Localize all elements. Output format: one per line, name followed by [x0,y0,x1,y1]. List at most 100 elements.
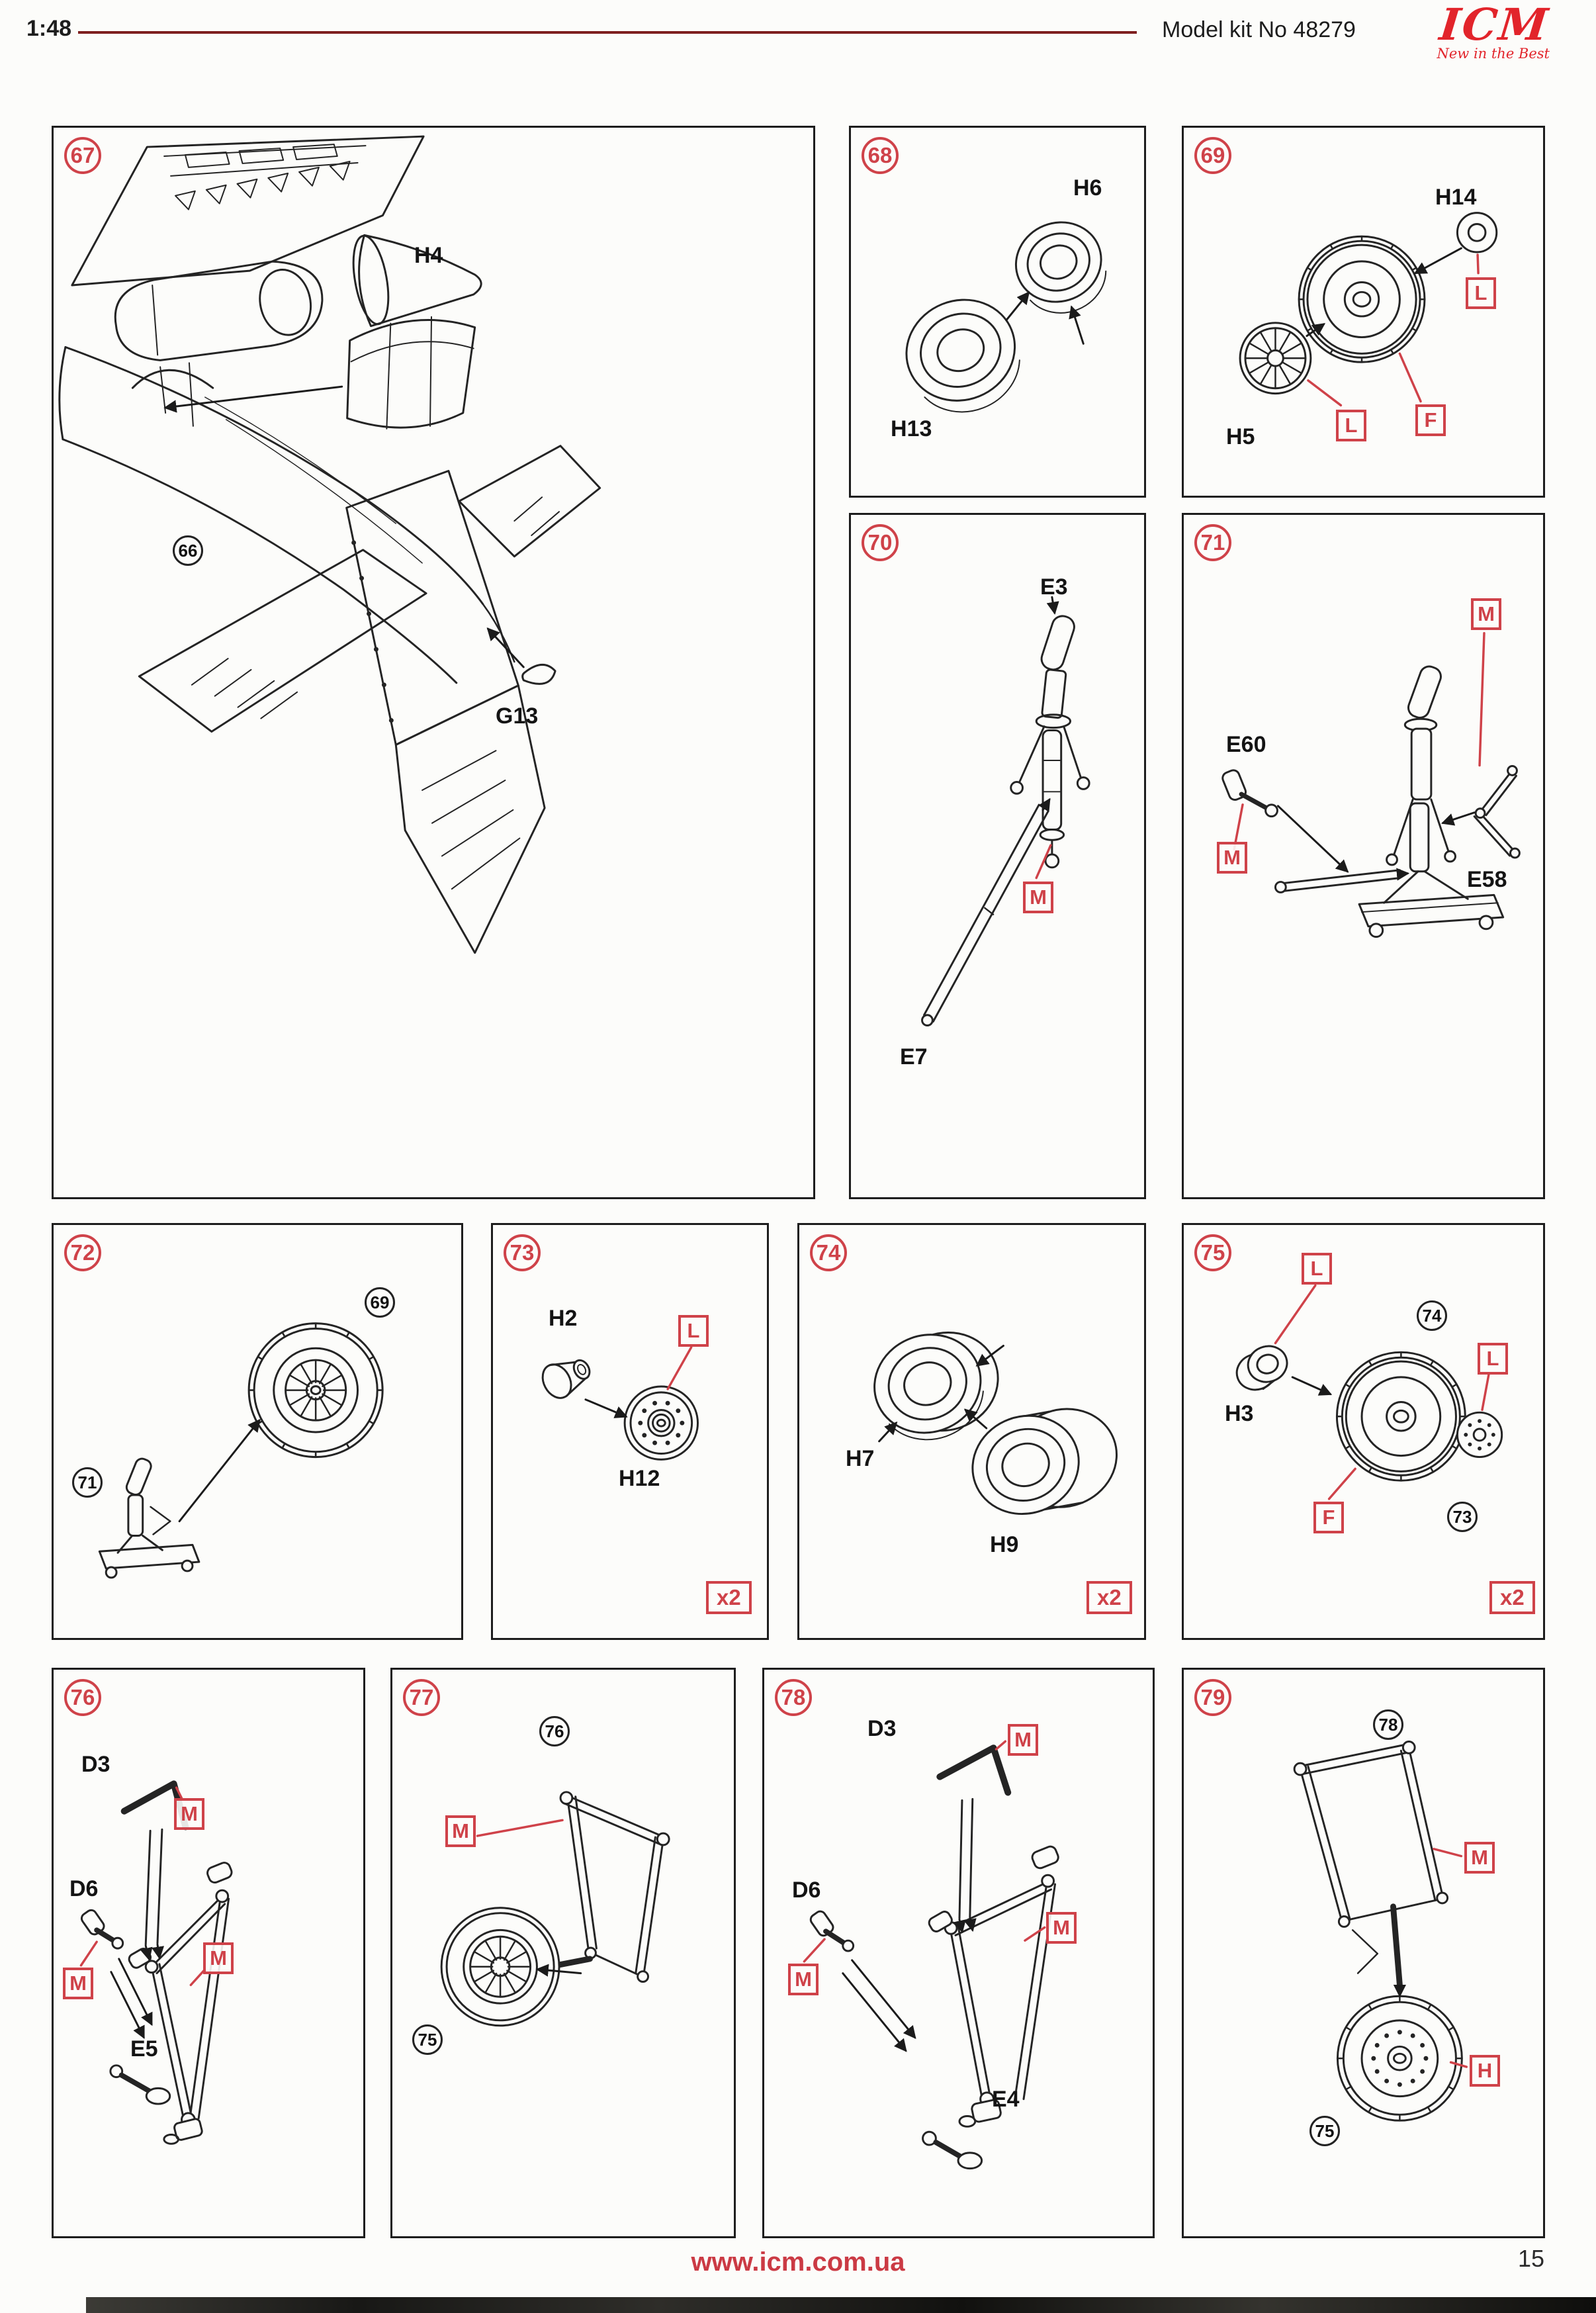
paint-callout-l: L [678,1315,709,1347]
assembly-arrows [178,1418,261,1523]
part-label-d6: D6 [69,1876,99,1901]
panel-step-74: 74 [797,1223,1146,1640]
paint-callout-m: M [63,1968,93,1999]
callout-links [1035,844,1052,880]
paint-callout-m: M [1464,1842,1495,1874]
part-label-h9: H9 [990,1532,1019,1557]
paint-callout-m: M [445,1815,476,1847]
panel-step-75: 75 [1182,1223,1545,1640]
part-g13-drawing [521,663,556,685]
wheel-assembly-drawing [1239,212,1498,407]
nose-wheel-to-strut-drawing [98,1322,384,1579]
rod-d3-drawing [936,1745,1012,1920]
assembly-arrows [1306,247,1462,338]
step-number-badge: 67 [64,137,101,174]
assembly-arrows [1038,596,1059,813]
tire-half-h13 [905,298,1020,413]
callout-links [79,1786,205,1987]
step-number-badge: 77 [403,1679,440,1716]
cone-h2-drawing [541,1359,591,1399]
step-ref-69: 69 [365,1287,395,1318]
step-number-badge: 68 [862,137,899,174]
step-number-badge: 71 [1194,524,1231,561]
scan-edge-artifact [86,2297,1596,2313]
wheel-drawing [440,1907,560,2027]
main-tire-drawing [1298,235,1426,363]
paint-callout-f: F [1415,404,1446,436]
main-wheel-assembly-drawing [1235,1284,1503,1500]
kit-number: Model kit No 48279 [1162,17,1356,42]
hubcap-h14-drawing [1456,212,1498,253]
main-gear-strut-drawing [803,1740,1059,2170]
part-label-e58: E58 [1467,867,1507,892]
part-label-h6: H6 [1073,175,1102,201]
step-number-badge: 72 [64,1234,101,1271]
step-ref-75: 75 [1309,2116,1340,2146]
icm-logo: ICM New in the Best [1437,0,1552,62]
part-label-h5: H5 [1226,424,1255,449]
part-label-h4: H4 [414,243,443,268]
paint-callout-l: L [1336,410,1366,441]
callout-links [1433,1848,1468,2068]
gear-with-wheel-drawing [1293,1741,1468,2122]
part-label-g13: G13 [496,703,539,729]
hub-h3-drawing [1235,1345,1288,1391]
foot-drawing [922,2130,983,2170]
part-label-e7: E7 [900,1044,928,1069]
part-label-h3: H3 [1225,1401,1254,1426]
assembly-arrows [1276,805,1476,881]
canopy-part-h4-drawing [346,316,476,430]
part-label-d3: D3 [81,1752,111,1777]
callout-links [666,1346,693,1390]
part-label-h14: H14 [1435,185,1477,210]
aircraft-tail-assembly-drawing [58,135,601,954]
step-number-badge: 74 [810,1234,847,1271]
panel-step-70: 70 [849,513,1146,1199]
step-ref-71: 71 [72,1467,103,1498]
paint-callout-m: M [203,1942,234,1974]
scale-label: 1:48 [26,16,72,41]
paint-callout-m: M [1046,1912,1077,1944]
wheel-drawing [247,1322,384,1459]
paint-callout-f: F [1313,1502,1344,1533]
step-number-badge: 69 [1194,137,1231,174]
paint-callout-m: M [1023,882,1053,913]
paint-callout-h: H [1470,2055,1500,2087]
assembly-arrows [1291,1376,1333,1396]
nose-gear-strut-drawing [921,596,1090,1027]
callout-links [1274,1284,1490,1500]
fuselage-drawing [58,345,515,684]
assembly-arrows [842,1917,977,2052]
part-label-h13: H13 [891,416,932,441]
crank-d6-drawing [809,1910,855,1952]
page-number: 15 [1517,2245,1544,2272]
gear-frame-drawing [128,1862,233,2145]
panel-step-77: 77 [390,1668,736,2238]
panel-step-78: 78 [762,1668,1155,2238]
panel-step-69: 69 [1182,126,1545,498]
retraction-rod-e7-drawing [921,803,1049,1027]
part-label-e5: E5 [130,2036,158,2062]
paint-callout-m: M [174,1798,204,1830]
tail-surfaces-drawing [138,445,601,954]
panel-step-72: 72 [52,1223,463,1640]
step-ref-78: 78 [1373,1709,1403,1740]
crank-d6-drawing [80,1909,124,1950]
step-number-badge: 79 [1194,1679,1231,1716]
step-number-badge: 75 [1194,1234,1231,1271]
part-label-e60: E60 [1226,732,1266,757]
gear-with-wheel-drawing [440,1791,670,2027]
panel-step-79: 79 [1182,1668,1545,2238]
step-ref-73: 73 [1447,1502,1478,1532]
panel-step-67: 67 [52,126,815,1199]
panel-step-68: 68 [849,126,1146,498]
panel-step-76: 76 [52,1668,365,2238]
nacelle-drawing [114,234,482,361]
website-url: www.icm.com.ua [691,2247,905,2277]
part-label-d6: D6 [792,1878,821,1903]
gear-frame-drawing [546,1791,670,1983]
hub-h12-drawing [623,1385,699,1461]
main-tire-halves-drawing [873,1332,1118,1516]
assembly-arrows [878,1345,1004,1443]
